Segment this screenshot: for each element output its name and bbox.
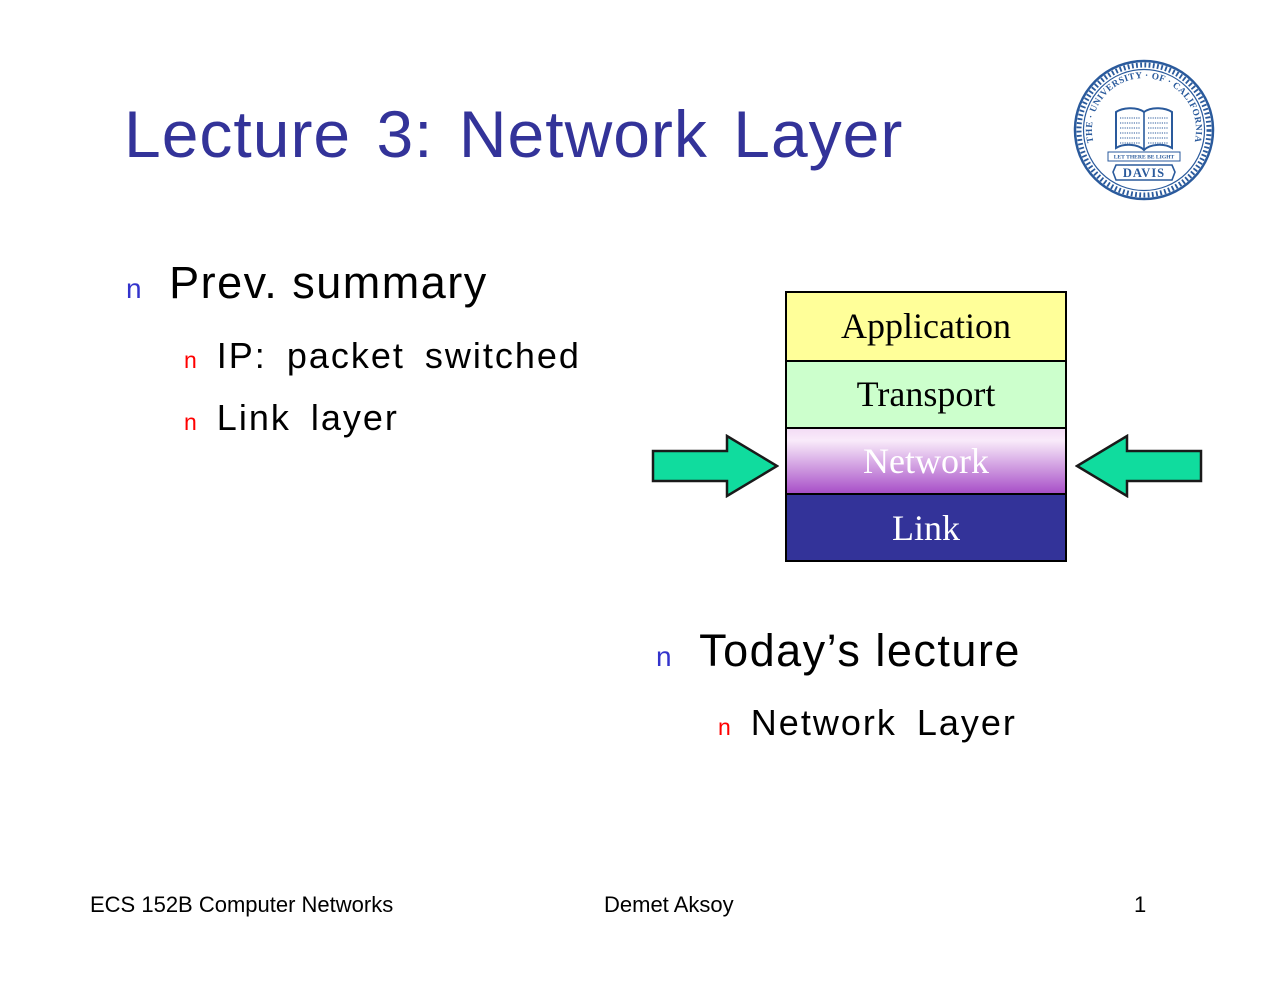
open-book-icon <box>1115 107 1173 152</box>
bullet-todays-lecture: n Today’s lecture <box>656 628 1021 673</box>
bullet-prev-summary: n Prev. summary <box>126 260 488 305</box>
bullet-marker-icon: n <box>718 714 731 740</box>
footer-course: ECS 152B Computer Networks <box>90 892 394 917</box>
layer-transport-label: Transport <box>856 374 996 415</box>
bullet-ip-packet-switched: n IP: packet switched <box>184 338 581 374</box>
left-pointing-arrow-icon <box>1075 434 1203 498</box>
protocol-stack-diagram: Application Transport Network Link <box>785 291 1067 562</box>
seal-hatched-ring <box>1076 62 1212 198</box>
bullet-marker-icon: n <box>184 347 197 373</box>
seal-davis-text: DAVIS <box>1123 166 1165 180</box>
footer-page-number: 1 <box>1134 892 1147 917</box>
slide-title: Lecture 3: Network Layer <box>124 97 904 171</box>
layer-link: Link <box>787 493 1065 560</box>
bullet-marker-icon: n <box>126 273 144 304</box>
layer-network: Network <box>787 426 1065 494</box>
bullet-ip-label: IP: packet switched <box>216 335 581 376</box>
seal-davis-scroll: DAVIS <box>1112 164 1176 181</box>
bullet-network-layer-label: Network Layer <box>750 702 1017 743</box>
bullet-marker-icon: n <box>184 409 197 435</box>
seal-outer-ring <box>1073 59 1215 201</box>
layer-application: Application <box>787 293 1065 360</box>
right-pointing-arrow-icon <box>651 434 779 498</box>
seal-graphic: THE · UNIVERSITY · OF · CALIFORNIA LET <box>1073 59 1215 201</box>
layer-application-label: Application <box>841 306 1011 347</box>
layer-link-label: Link <box>892 507 960 548</box>
bullet-prev-summary-label: Prev. summary <box>169 257 488 308</box>
seal-banner: LET THERE BE LIGHT <box>1107 151 1181 162</box>
layer-network-label: Network <box>863 440 989 481</box>
footer-author: Demet Aksoy <box>604 892 734 917</box>
uc-davis-seal: THE · UNIVERSITY · OF · CALIFORNIA LET <box>1072 58 1216 202</box>
seal-inner-ring <box>1082 68 1206 192</box>
bullet-todays-lecture-label: Today’s lecture <box>699 625 1021 676</box>
layer-transport: Transport <box>787 359 1065 427</box>
bullet-network-layer: n Network Layer <box>718 705 1017 741</box>
bullet-marker-icon: n <box>656 641 674 672</box>
seal-banner-text: LET THERE BE LIGHT <box>1114 155 1175 161</box>
bullet-link-layer: n Link layer <box>184 400 399 436</box>
bullet-link-layer-label: Link layer <box>216 397 399 438</box>
